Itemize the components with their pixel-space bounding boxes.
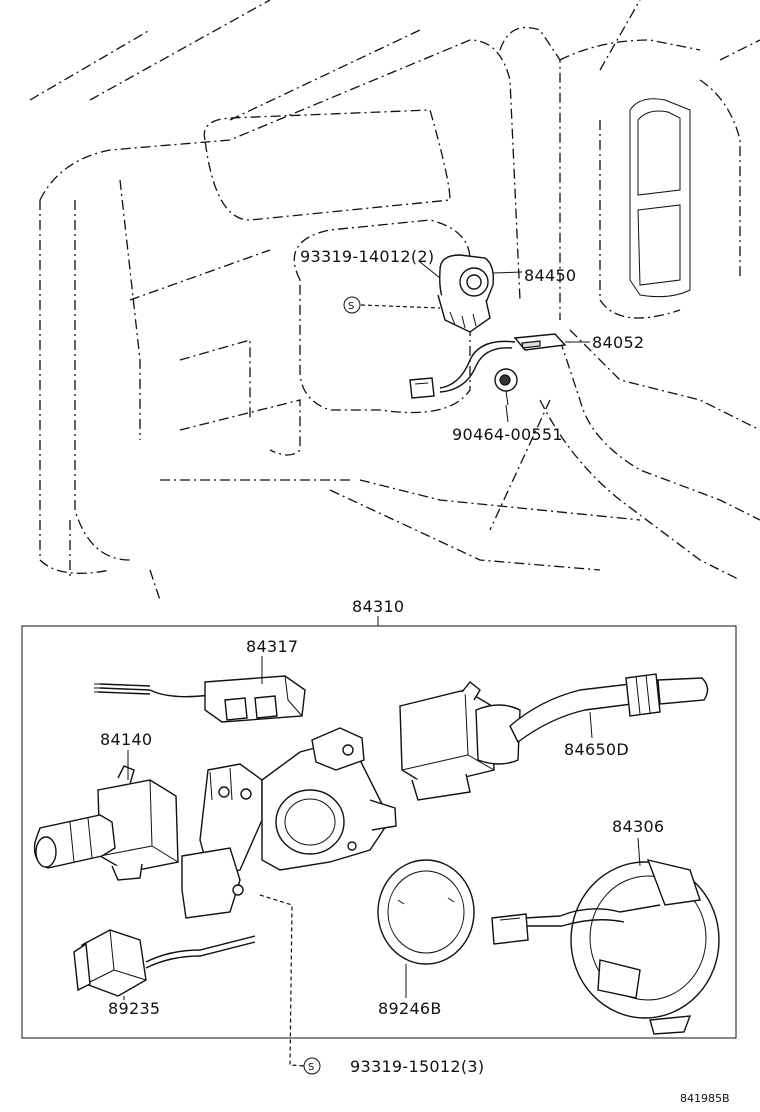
wiper-switch-part bbox=[399, 673, 709, 801]
clamp-part bbox=[494, 368, 518, 406]
switch-body-part bbox=[181, 727, 397, 919]
wire-connector-part bbox=[94, 675, 306, 723]
label-screw-bottom: 93319-15012(3) bbox=[350, 1057, 484, 1076]
label-group: 84310 bbox=[352, 597, 404, 616]
assembly-box bbox=[21, 625, 737, 1039]
label-ring: 89246B bbox=[378, 999, 442, 1018]
label-relay: 89235 bbox=[108, 999, 160, 1018]
screw-symbol-bottom-text: S bbox=[308, 1062, 314, 1073]
label-spiral-cable: 84306 bbox=[612, 817, 664, 836]
headlamp-switch-part bbox=[33, 765, 179, 881]
label-lock-cylinder: 84450 bbox=[524, 266, 576, 285]
label-wire-connector: 84317 bbox=[246, 637, 298, 656]
spiral-cable-part bbox=[491, 859, 720, 1035]
relay-part bbox=[73, 929, 256, 997]
lock-cylinder-part bbox=[437, 254, 495, 333]
screw-symbol-top-text: S bbox=[348, 301, 354, 312]
label-wiper-switch: 84650D bbox=[564, 740, 629, 759]
diagram-id: 841985B bbox=[680, 1092, 730, 1105]
label-clamp: 90464-00551 bbox=[452, 425, 563, 444]
key-switch-part bbox=[409, 333, 567, 399]
dashboard-outline bbox=[29, 0, 760, 601]
label-headlamp-switch: 84140 bbox=[100, 730, 152, 749]
label-screw-top: 93319-14012(2) bbox=[300, 247, 434, 266]
screw-symbol-top: S bbox=[343, 261, 441, 314]
screw-symbol-bottom: S bbox=[259, 894, 321, 1075]
label-key-switch: 84052 bbox=[592, 333, 644, 352]
ring-part bbox=[377, 859, 475, 965]
